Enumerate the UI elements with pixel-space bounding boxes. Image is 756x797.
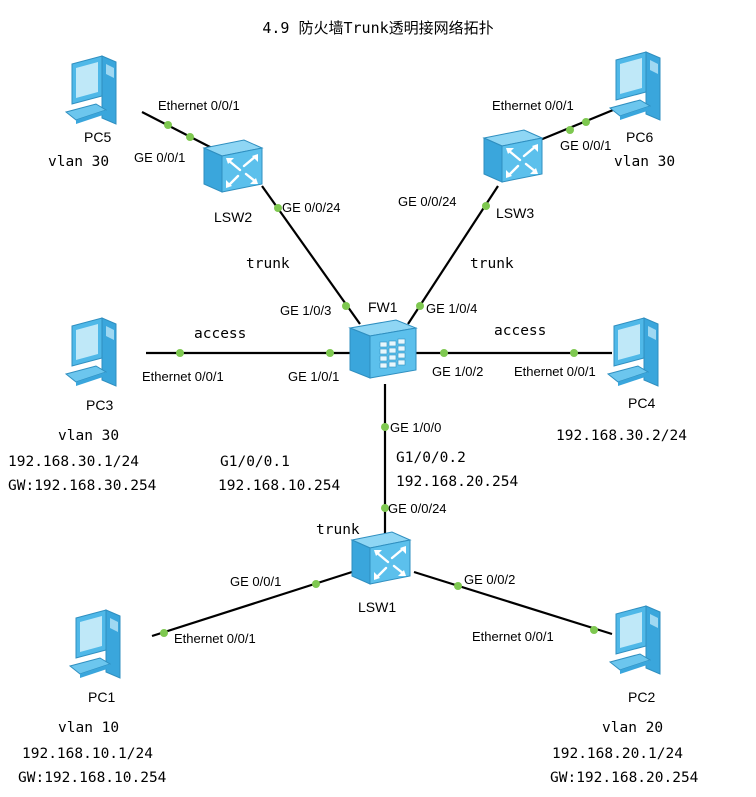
subif-ip: 192.168.10.254 bbox=[218, 478, 340, 494]
port-label: Ethernet 0/0/1 bbox=[492, 98, 574, 113]
pc5-label: PC5 bbox=[84, 129, 111, 145]
port-label: Ethernet 0/0/1 bbox=[472, 629, 554, 644]
pc3-label: PC3 bbox=[86, 397, 113, 413]
pc6-label: PC6 bbox=[626, 129, 653, 145]
port-dot bbox=[590, 626, 598, 634]
port-label: Ethernet 0/0/1 bbox=[514, 364, 596, 379]
link-pc5-lsw2 bbox=[141, 111, 213, 149]
pc1-icon bbox=[69, 609, 121, 679]
pc5-vlan: vlan 30 bbox=[48, 154, 109, 170]
port-dot bbox=[381, 423, 389, 431]
port-dots bbox=[160, 118, 598, 637]
pc3-gw: GW:192.168.30.254 bbox=[8, 478, 157, 494]
link-type-label: access bbox=[494, 323, 546, 339]
lsw1-label: LSW1 bbox=[358, 599, 396, 615]
pc2-icon bbox=[609, 605, 661, 675]
port-label: GE 0/0/24 bbox=[282, 200, 341, 215]
pc2-label: PC2 bbox=[628, 689, 655, 705]
port-label: GE 1/0/2 bbox=[432, 364, 483, 379]
subif-name: G1/0/0.2 bbox=[396, 450, 466, 466]
pc6-vlan: vlan 30 bbox=[614, 154, 675, 170]
pc1-label: PC1 bbox=[88, 689, 115, 705]
port-dot bbox=[312, 580, 320, 588]
port-dot bbox=[381, 504, 389, 512]
port-label: Ethernet 0/0/1 bbox=[158, 98, 240, 113]
port-label: GE 0/0/1 bbox=[134, 150, 185, 165]
port-dot bbox=[416, 302, 424, 310]
port-dot bbox=[566, 126, 574, 134]
port-label: GE 0/0/24 bbox=[388, 501, 447, 516]
link-pc6-lsw3 bbox=[539, 106, 619, 142]
port-label: GE 0/0/1 bbox=[230, 574, 281, 589]
port-dot bbox=[186, 133, 194, 141]
port-label: GE 1/0/4 bbox=[426, 301, 477, 316]
pc2-vlan: vlan 20 bbox=[602, 720, 663, 736]
port-dot bbox=[440, 349, 448, 357]
port-dot bbox=[342, 302, 350, 310]
port-dot bbox=[570, 349, 578, 357]
diagram-title: 4.9 防火墙Trunk透明接网络拓扑 bbox=[262, 19, 493, 37]
pc1-ip: 192.168.10.1/24 bbox=[22, 746, 153, 762]
port-label: GE 1/0/1 bbox=[288, 369, 339, 384]
pc5-icon bbox=[65, 55, 117, 125]
port-dot bbox=[160, 629, 168, 637]
port-dot bbox=[274, 204, 282, 212]
pc3-icon bbox=[65, 317, 117, 387]
link-lsw3-fw1 bbox=[407, 185, 499, 325]
pc1-gw: GW:192.168.10.254 bbox=[18, 770, 167, 786]
lsw2-icon bbox=[202, 138, 264, 194]
link-lsw1-pc2 bbox=[413, 570, 613, 636]
port-label: GE 1/0/0 bbox=[390, 420, 441, 435]
lsw2-label: LSW2 bbox=[214, 209, 252, 225]
port-dot bbox=[582, 118, 590, 126]
lsw3-icon bbox=[482, 128, 544, 184]
pc2-ip: 192.168.20.1/24 bbox=[552, 746, 683, 762]
pc4-ip: 192.168.30.2/24 bbox=[556, 428, 687, 444]
port-label: GE 1/0/3 bbox=[280, 303, 331, 318]
port-label: GE 0/0/24 bbox=[398, 194, 457, 209]
pc1-vlan: vlan 10 bbox=[58, 720, 119, 736]
lsw1-icon bbox=[350, 530, 412, 586]
port-dot bbox=[176, 349, 184, 357]
port-dot bbox=[326, 349, 334, 357]
fw1-label: FW1 bbox=[368, 299, 398, 315]
pc4-label: PC4 bbox=[628, 395, 655, 411]
subif-ip: 192.168.20.254 bbox=[396, 474, 518, 490]
pc4-icon bbox=[607, 317, 659, 387]
pc2-gw: GW:192.168.20.254 bbox=[550, 770, 699, 786]
subif-name: G1/0/0.1 bbox=[220, 454, 290, 470]
port-dot bbox=[482, 202, 490, 210]
pc3-vlan: vlan 30 bbox=[58, 428, 119, 444]
pc6-icon bbox=[609, 51, 661, 121]
pc3-ip: 192.168.30.1/24 bbox=[8, 454, 139, 470]
lsw3-label: LSW3 bbox=[496, 205, 534, 221]
port-label: Ethernet 0/0/1 bbox=[174, 631, 256, 646]
link-type-label: trunk bbox=[470, 256, 514, 272]
link-type-label: access bbox=[194, 326, 246, 342]
link-type-label: trunk bbox=[246, 256, 290, 272]
port-label: Ethernet 0/0/1 bbox=[142, 369, 224, 384]
port-dot bbox=[454, 582, 462, 590]
link-type-label: trunk bbox=[316, 522, 360, 538]
port-label: GE 0/0/2 bbox=[464, 572, 515, 587]
port-label: GE 0/0/1 bbox=[560, 138, 611, 153]
port-dot bbox=[164, 121, 172, 129]
fw1-icon bbox=[349, 319, 417, 379]
